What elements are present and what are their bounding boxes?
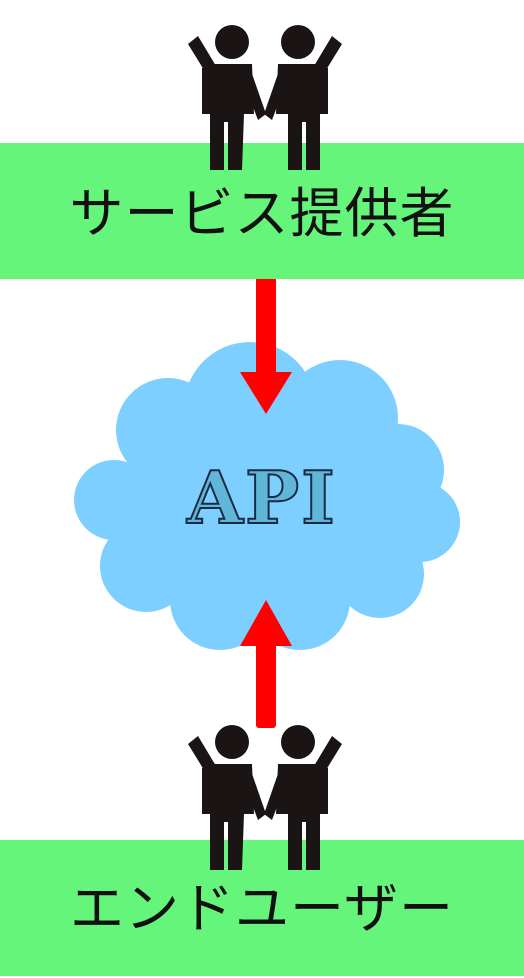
- provider-band: サービス提供者: [0, 143, 524, 279]
- end-user-label: エンドユーザー: [70, 877, 454, 940]
- people-cheering-icon: [188, 25, 342, 170]
- arrow-down: [240, 270, 292, 414]
- provider-label: サービス提供者: [69, 182, 455, 245]
- people-cheering-icon: [188, 725, 342, 870]
- api-label: API: [186, 455, 337, 540]
- arrow-up: [240, 600, 292, 728]
- end-user-band: エンドユーザー: [0, 840, 524, 976]
